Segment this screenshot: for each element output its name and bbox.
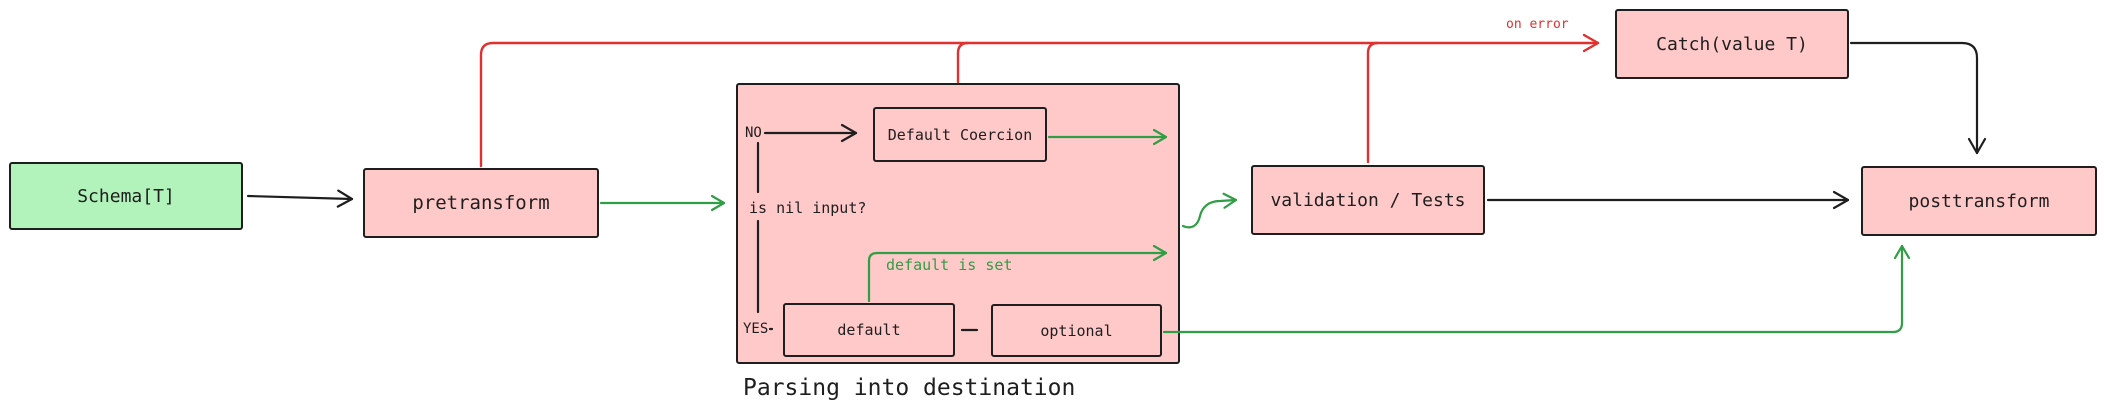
arrow-squiggle-to-validation xyxy=(1181,192,1238,229)
node-default-coercion: Default Coercion xyxy=(873,107,1047,162)
node-optional: optional xyxy=(991,304,1162,357)
edge-label-on-error: on error xyxy=(1506,17,1569,32)
arrow-optional-to-posttransform xyxy=(1162,244,1911,334)
node-default: default xyxy=(783,303,955,357)
arrow-catch-to-posttransform xyxy=(1849,41,1987,155)
red-error-branch-parsing xyxy=(956,41,970,84)
node-catch: Catch(value T) xyxy=(1615,9,1849,79)
edge-label-default-is-set: default is set xyxy=(886,256,1013,274)
branch-label-no: NO xyxy=(745,125,762,141)
node-schema: Schema[T] xyxy=(9,162,243,230)
diagram-caption: Parsing into destination xyxy=(743,375,1076,401)
node-pretransform: pretransform xyxy=(363,168,599,238)
arrow-schema-to-pretransform xyxy=(246,189,354,208)
decision-label-is-nil-input: is nil input? xyxy=(749,199,867,217)
red-error-branch-validation xyxy=(1366,41,1380,164)
node-posttransform: posttransform xyxy=(1861,166,2097,236)
node-validation: validation / Tests xyxy=(1251,165,1485,235)
branch-label-yes: YES xyxy=(743,321,769,337)
